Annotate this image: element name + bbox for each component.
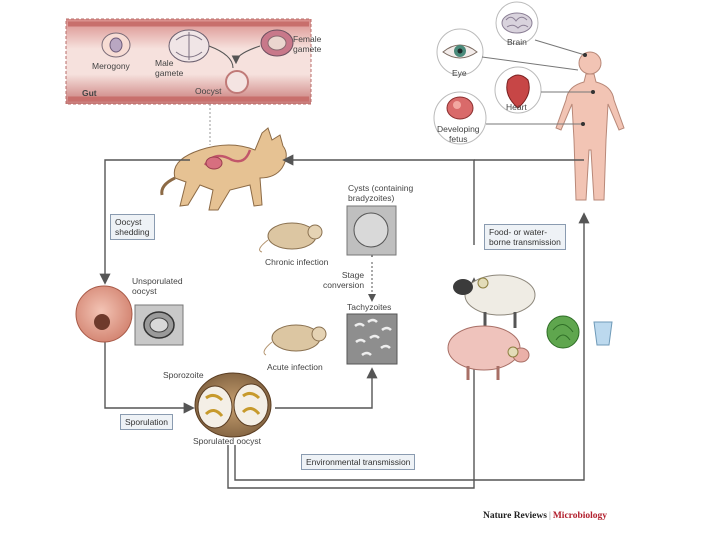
stage-conversion-label: Stage conversion — [323, 270, 365, 290]
tachyzoites-label: Tachyzoites — [347, 302, 392, 312]
fetus-icon — [433, 91, 487, 145]
eye-icon — [436, 28, 484, 76]
pig-illustration — [447, 325, 530, 380]
gut-label: Gut — [82, 88, 97, 98]
merogony-cell — [101, 32, 131, 58]
credit-field: Microbiology — [552, 511, 608, 521]
environmental-transmission-label: Environmental transmission — [301, 454, 416, 470]
brain-label: Brain — [507, 37, 527, 47]
sheep-illustration — [453, 274, 536, 328]
brain-icon — [495, 1, 539, 45]
sporulation-label: Sporulation — [120, 414, 174, 430]
female-gamete-label: Female gamete — [293, 34, 322, 54]
unsporulated-oocyst-label: Unsporulated oocyst — [132, 276, 183, 296]
water-glass-illustration — [593, 321, 613, 346]
credit-separator: | — [548, 511, 551, 521]
heart-icon — [494, 66, 542, 114]
fetus-label: Developing fetus — [437, 124, 480, 144]
lettuce-illustration — [546, 315, 580, 349]
chronic-infection-mouse — [259, 222, 323, 253]
male-gamete-label: Male gamete — [155, 58, 184, 78]
male-gamete-cell — [168, 29, 210, 63]
merogony-label: Merogony — [92, 61, 130, 71]
gut-oocyst — [225, 70, 249, 94]
journal-credit: Nature Reviews|Microbiology — [483, 511, 607, 521]
food-water-transmission-label: Food- or water- borne transmission — [484, 224, 566, 250]
cysts-label: Cysts (containing bradyzoites) — [348, 183, 414, 203]
female-gamete-cell — [260, 29, 294, 57]
chronic-infection-label: Chronic infection — [265, 257, 329, 267]
heart-label: Heart — [506, 102, 527, 112]
tachyzoite-micrograph — [346, 313, 398, 365]
sporozoite-label: Sporozoite — [163, 370, 204, 380]
oocyst-label: Oocyst — [195, 86, 222, 96]
oocyst-shedding-label: Oocyst shedding — [110, 214, 155, 240]
cyst-micrograph — [346, 205, 397, 256]
eye-label: Eye — [452, 68, 467, 78]
sporulated-oocyst-label: Sporulated oocyst — [193, 436, 262, 446]
acute-infection-label: Acute infection — [267, 362, 323, 372]
human-figure — [555, 51, 625, 201]
unsporulated-oocyst-illustration — [75, 285, 133, 343]
sporulated-oocyst-illustration — [194, 372, 272, 438]
acute-infection-mouse — [263, 324, 327, 356]
credit-journal: Nature Reviews — [483, 511, 547, 521]
unsporulated-oocyst-micrograph — [134, 304, 184, 346]
cat-illustration — [160, 127, 287, 211]
